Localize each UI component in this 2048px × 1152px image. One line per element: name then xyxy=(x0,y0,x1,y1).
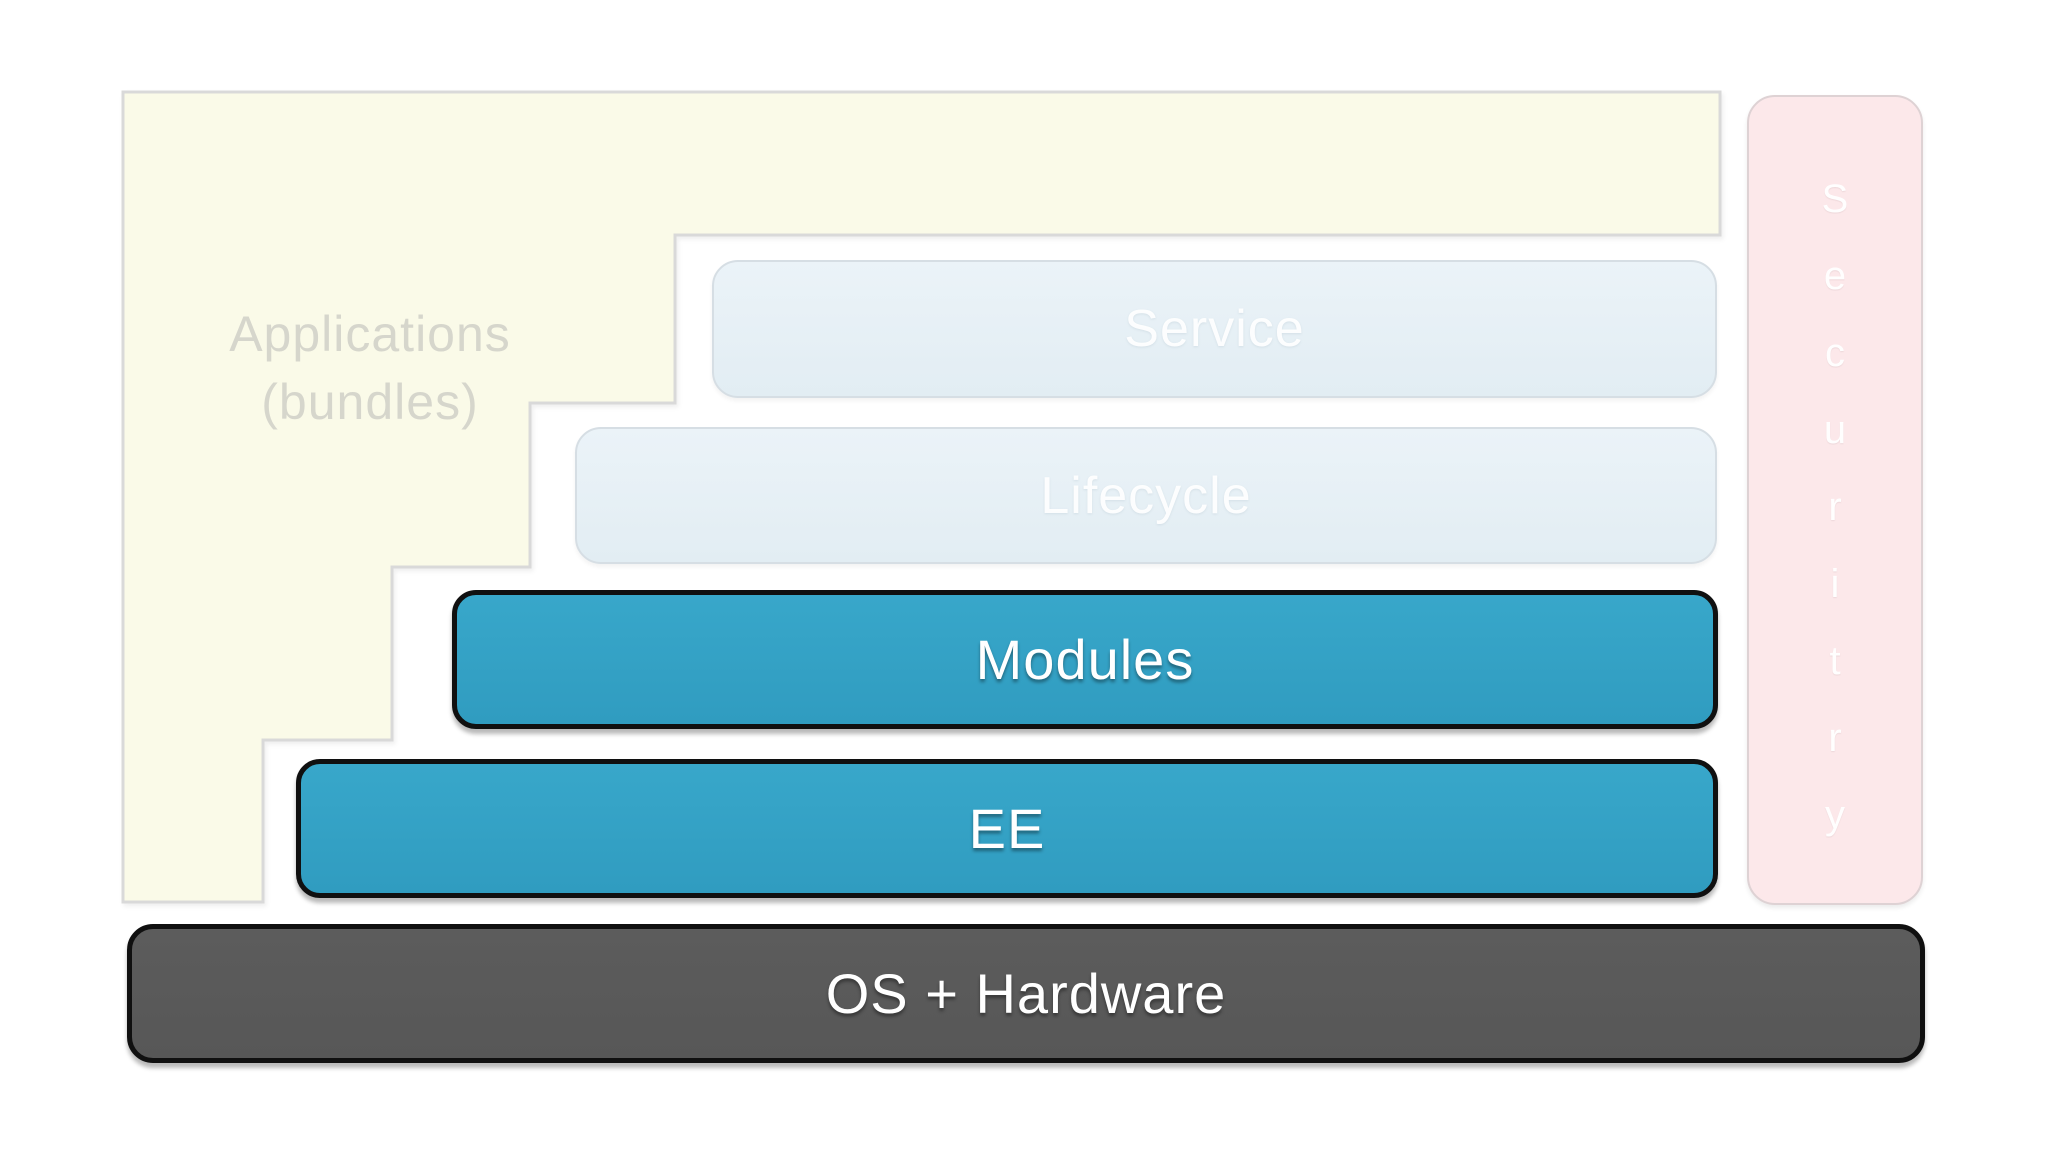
layer-lifecycle-label: Lifecycle xyxy=(1040,466,1252,525)
layer-ee: EE xyxy=(296,759,1718,898)
applications-label-line2: (bundles) xyxy=(261,374,479,430)
layer-modules-label: Modules xyxy=(975,628,1195,691)
security-bar: S e c u r i t r y xyxy=(1747,95,1923,905)
layer-os-hardware-label: OS + Hardware xyxy=(825,962,1227,1025)
security-bar-vertical-label: S e c u r i t r y xyxy=(1821,177,1849,837)
layer-service: Service xyxy=(712,260,1717,398)
layer-ee-label: EE xyxy=(968,797,1046,860)
applications-label: Applications (bundles) xyxy=(110,300,630,436)
layer-service-label: Service xyxy=(1124,300,1305,358)
applications-label-line1: Applications xyxy=(229,306,511,362)
layer-os-hardware: OS + Hardware xyxy=(127,924,1925,1063)
layer-modules: Modules xyxy=(452,590,1718,729)
layer-lifecycle: Lifecycle xyxy=(575,427,1717,564)
